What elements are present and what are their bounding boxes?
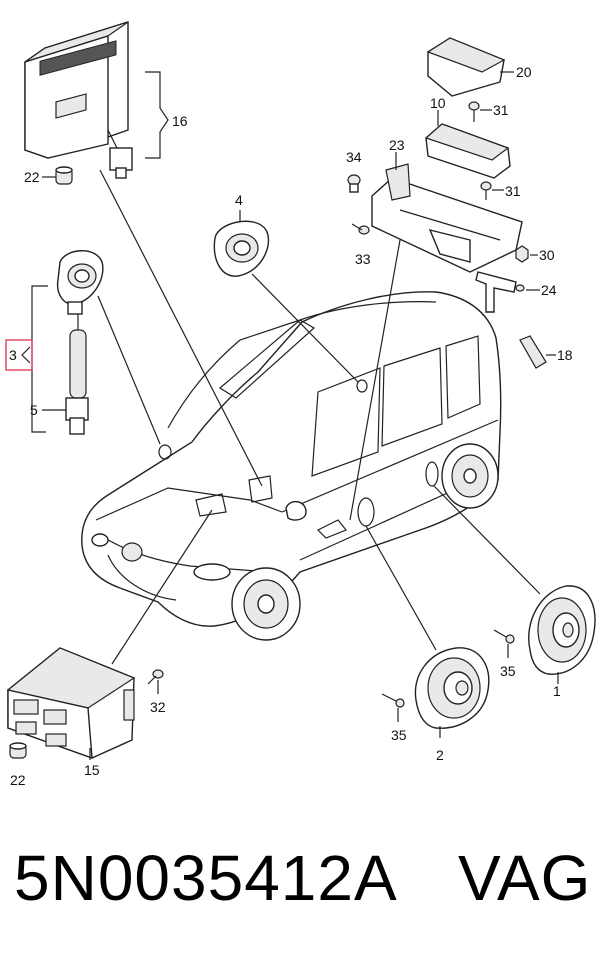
connector-18 xyxy=(519,335,547,369)
callout-16: 16 xyxy=(172,113,188,129)
callout-22-top: 22 xyxy=(24,169,40,185)
callout-33: 33 xyxy=(355,251,371,267)
callout-1: 1 xyxy=(553,683,561,699)
callout-35-left: 35 xyxy=(391,727,407,743)
cap-22-top xyxy=(55,166,73,185)
control-unit-10 xyxy=(424,123,511,179)
screw-33 xyxy=(351,223,370,235)
callout-3: 3 xyxy=(9,347,17,363)
nut-30 xyxy=(515,245,529,263)
amplifier-15 xyxy=(6,647,136,760)
callout-15: 15 xyxy=(84,762,100,778)
cap-22-bottom xyxy=(9,742,27,759)
callout-18: 18 xyxy=(557,347,573,363)
callout-31-lower: 31 xyxy=(505,183,521,199)
rivet-35-left xyxy=(381,693,405,708)
screw-34 xyxy=(347,174,361,193)
callout-3-highlight xyxy=(5,339,33,371)
screw-32 xyxy=(147,669,164,685)
bolt-31-lower xyxy=(480,181,492,200)
brand-label: VAG xyxy=(458,842,592,914)
callout-35-right: 35 xyxy=(500,663,516,679)
bracket-16 xyxy=(145,71,169,159)
callout-2: 2 xyxy=(436,747,444,763)
vehicle-outline xyxy=(81,291,502,641)
speaker-1 xyxy=(528,585,596,675)
callout-5: 5 xyxy=(30,402,38,418)
callout-10: 10 xyxy=(430,95,446,111)
antenna-module xyxy=(56,250,104,435)
part-number: 5N0035412A xyxy=(14,842,398,914)
speaker-2 xyxy=(414,647,490,729)
callout-34: 34 xyxy=(346,149,362,165)
bolt-31-upper xyxy=(468,101,480,122)
callout-30: 30 xyxy=(539,247,555,263)
callout-31-upper: 31 xyxy=(493,102,509,118)
cover-20 xyxy=(426,37,506,97)
rivet-35-right xyxy=(493,629,515,644)
callout-22-bottom: 22 xyxy=(10,772,26,788)
mounting-bracket-23 xyxy=(371,163,523,273)
radio-unit xyxy=(24,21,133,179)
callout-24: 24 xyxy=(541,282,557,298)
callout-23: 23 xyxy=(389,137,405,153)
speaker-4 xyxy=(213,220,270,277)
callout-32: 32 xyxy=(150,699,166,715)
callout-4: 4 xyxy=(235,192,243,208)
callout-20: 20 xyxy=(516,64,532,80)
footer: 5N0035412A VAG xyxy=(0,838,600,928)
bracket-24 xyxy=(475,271,525,313)
leader-lines xyxy=(97,169,541,665)
